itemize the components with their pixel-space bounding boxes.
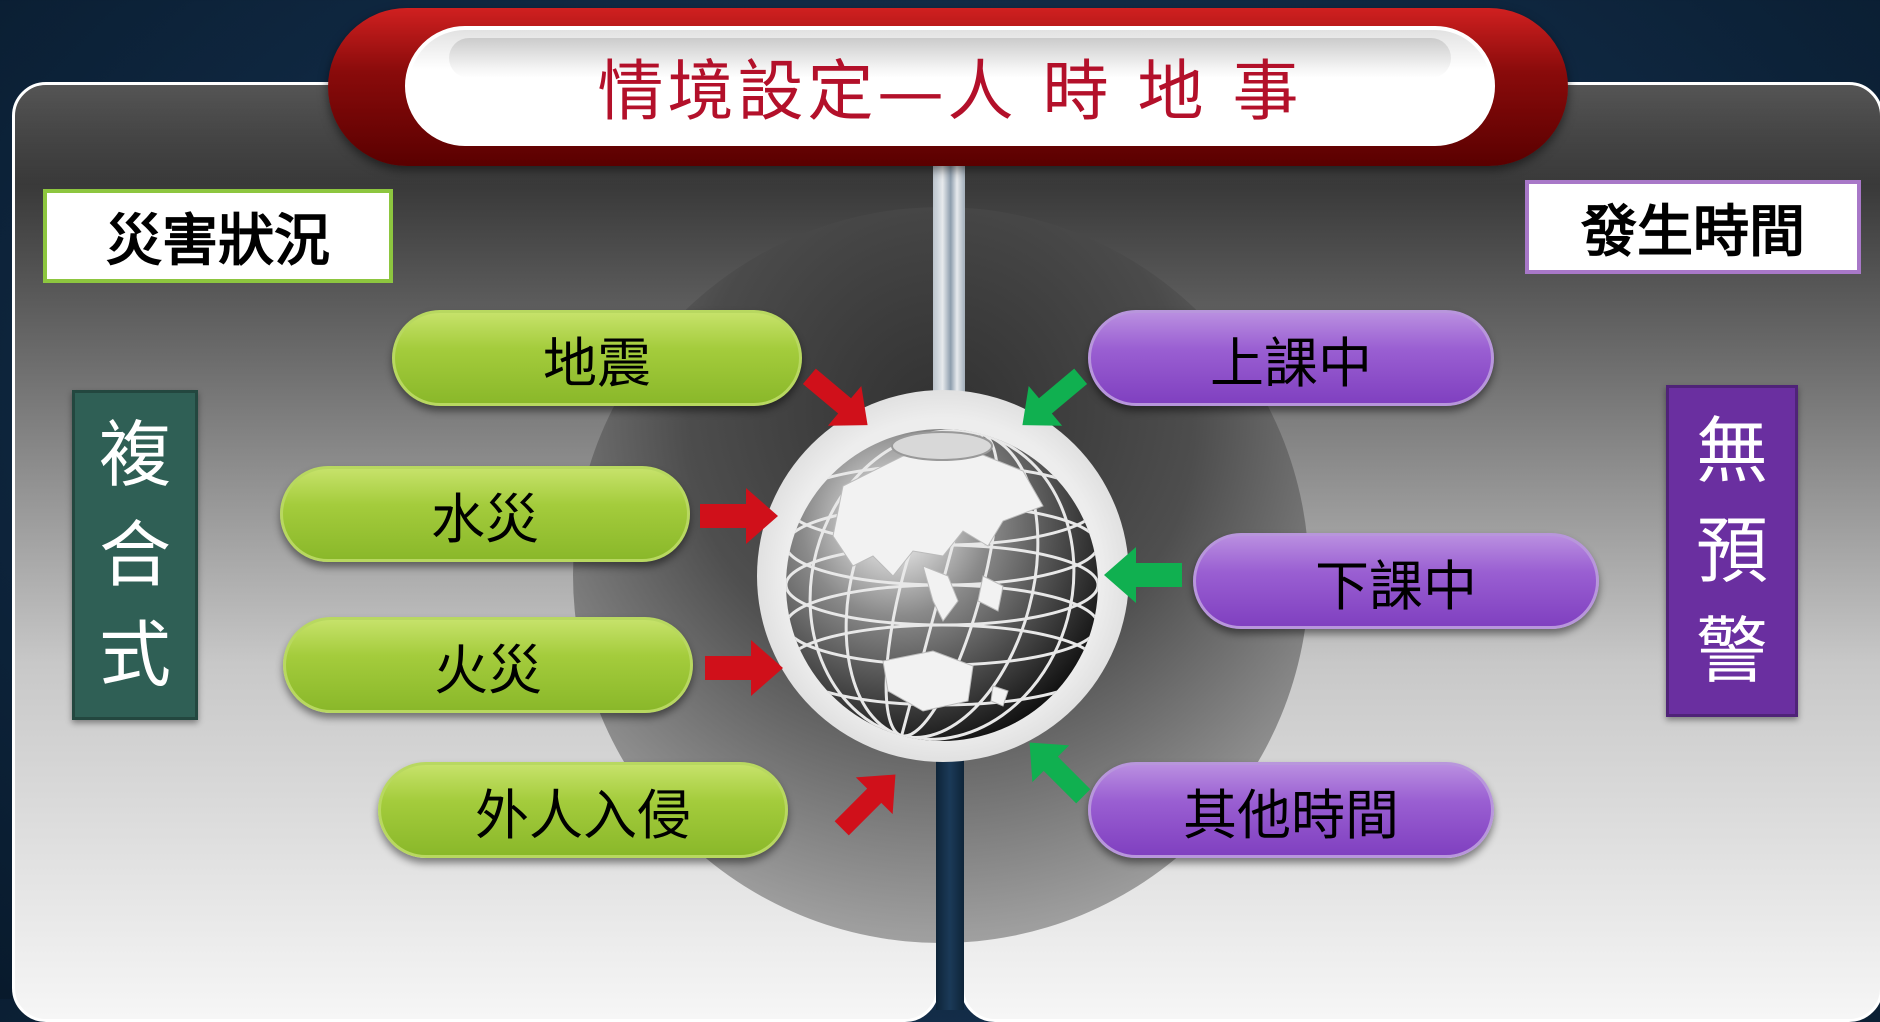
disaster-heading: 災害狀況 [43,189,393,283]
no-warning-char: 警 [1695,609,1768,693]
title-banner: 情境設定—人 時 地 事 [405,26,1495,146]
no-warning-char: 無 [1695,409,1768,493]
arrow-left-down-icon [1022,368,1088,426]
compound-char: 複 [98,413,171,497]
arrow-right-icon [705,640,783,696]
time-heading: 發生時間 [1525,180,1861,274]
arrow-left-up-icon [1029,742,1091,804]
time-item-in-class: 上課中 [1088,310,1494,406]
center-pole [933,160,965,430]
compound-char: 式 [98,613,171,697]
disaster-item-intrusion: 外人入侵 [378,762,788,858]
disaster-item-earthquake: 地震 [392,310,802,406]
compound-char: 合 [98,513,171,597]
time-item-break: 下課中 [1193,533,1599,629]
arrow-right-down-icon [802,368,868,426]
page-title: 情境設定—人 時 地 事 [597,53,1303,130]
disaster-item-flood: 水災 [280,466,690,562]
no-warning-char: 預 [1695,509,1768,593]
no-warning-label: 無 預 警 [1666,385,1798,717]
disaster-item-fire: 火災 [283,617,693,713]
globe-icon [786,429,1098,741]
compound-label: 複 合 式 [72,390,198,720]
time-item-other: 其他時間 [1088,762,1494,858]
arrow-left-icon [1104,547,1182,603]
arrow-right-up-icon [834,774,896,836]
arrow-right-icon [700,488,778,544]
